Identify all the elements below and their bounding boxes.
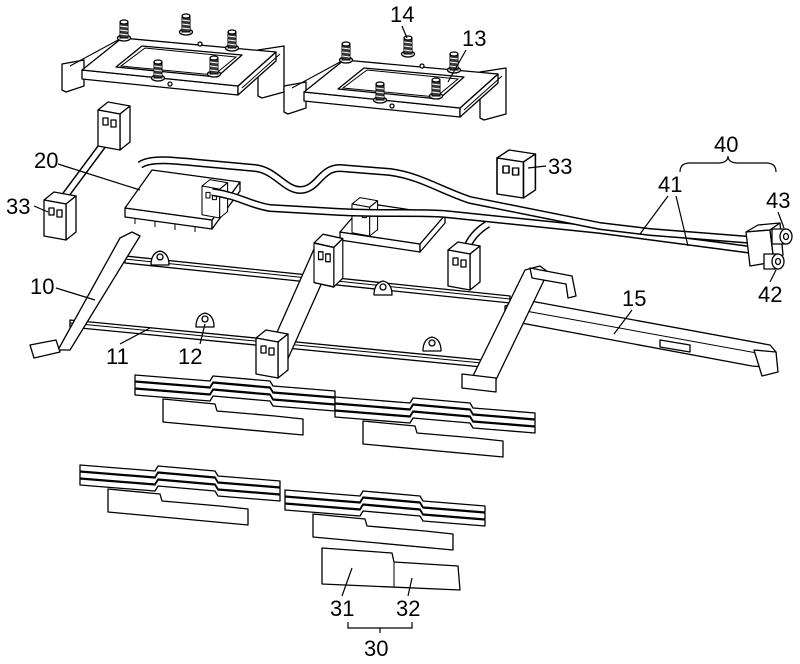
fin-stack-2 xyxy=(334,396,536,458)
numeral-30: 30 xyxy=(364,636,388,661)
end-member-left xyxy=(57,231,141,351)
heat-pipe-41 xyxy=(137,156,753,254)
fin-stack-4 xyxy=(284,489,486,551)
evaporator-plate-middle xyxy=(339,197,446,253)
frame-10 xyxy=(29,231,779,393)
fin-stack-3 xyxy=(79,464,281,526)
numeral-11: 11 xyxy=(106,344,129,369)
numeral-13: 13 xyxy=(462,26,486,51)
numeral-32: 32 xyxy=(396,596,420,621)
numeral-41: 41 xyxy=(658,172,682,197)
numeral-43: 43 xyxy=(766,188,790,213)
numeral-10: 10 xyxy=(30,274,54,299)
numeral-42: 42 xyxy=(758,282,782,307)
numeral-12: 12 xyxy=(178,344,202,369)
numeral-15: 15 xyxy=(622,286,646,311)
reference-numerals: 14 13 20 33 33 40 41 43 42 10 11 12 15 3… xyxy=(6,2,790,661)
heat-block-33-right xyxy=(496,149,537,199)
heat-block-33-left xyxy=(43,101,131,241)
cold-plate-left xyxy=(62,14,284,98)
heat-block-lower xyxy=(447,241,481,291)
numeral-31: 31 xyxy=(330,596,354,621)
numeral-20: 20 xyxy=(34,148,58,173)
numeral-33-left: 33 xyxy=(6,194,30,219)
fin-assembly-30 xyxy=(79,374,536,591)
numeral-40: 40 xyxy=(714,132,738,157)
numeral-14: 14 xyxy=(390,2,414,27)
fin-stack-1 xyxy=(134,374,336,436)
leader-lines xyxy=(33,25,785,633)
numeral-33-right: 33 xyxy=(548,154,572,179)
fin-plate-31-32 xyxy=(321,547,461,591)
cross-member-right xyxy=(469,265,549,389)
connector-42-43 xyxy=(745,222,793,270)
heat-pipe-assembly-20 xyxy=(124,156,793,270)
evaporator-plate-left xyxy=(124,169,241,232)
